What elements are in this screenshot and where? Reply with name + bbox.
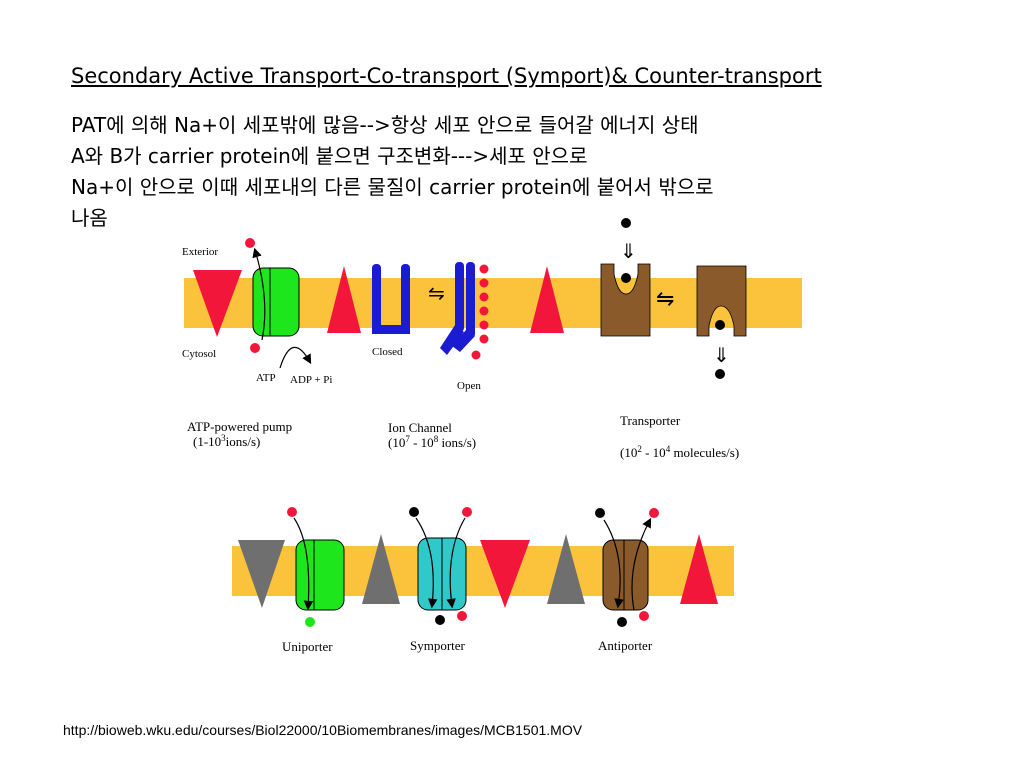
channel-ion [479, 320, 489, 330]
channel-open-bottom [440, 325, 464, 355]
symporter-arrow-right [446, 517, 466, 609]
uniporter-label: Uniporter [282, 639, 333, 654]
top-red-triangle-up-2 [530, 266, 564, 333]
label-closed: Closed [372, 346, 403, 358]
channel-ion [479, 278, 489, 288]
transporter-ion-bound [621, 273, 631, 283]
symporter-ion-black-in [435, 615, 445, 625]
symporter-ion-red-in [457, 611, 467, 621]
body-line-4: 나옴 [71, 206, 108, 230]
transporter-rate: (102 - 104 molecules/s) [620, 444, 739, 460]
channel-ion [479, 306, 489, 316]
symporter-label: Symporter [410, 638, 466, 653]
symporter-ion-black-out [409, 507, 419, 517]
pump-ion-bottom [250, 343, 260, 353]
bottom-red-triangle-up [680, 534, 718, 604]
uniporter [295, 539, 345, 611]
transporter-ion-free [621, 218, 631, 228]
slide-body: PAT에 의해 Na+이 세포밖에 많음-->항상 세포 안으로 들어갈 에너지… [71, 110, 951, 234]
top-red-triangle-down [193, 270, 242, 337]
body-line-2: A와 B가 carrier protein에 붙으면 구조변화--->세포 안으… [71, 144, 588, 168]
equilibrium-arrow-transporter: ⇋ [656, 286, 674, 311]
uniporter-arrow [293, 517, 314, 611]
channel-closed-bottom [372, 325, 410, 334]
uniporter-ion-in [305, 617, 315, 627]
top-red-triangle-up-1 [327, 266, 361, 333]
channel-open-right [466, 262, 475, 338]
antiporter-arrow-out [631, 517, 652, 611]
channel-open-tail [452, 330, 475, 352]
transporter-caption: Transporter [620, 413, 681, 428]
source-url-link[interactable]: http://bioweb.wku.edu/courses/Biol22000/… [63, 722, 583, 738]
antiporter-ion-black-in [617, 617, 627, 627]
equilibrium-arrow-channel: ⇋ [428, 283, 445, 305]
antiporter-ion-red-out [649, 508, 659, 518]
transporter-arrow-up: ⇓ [620, 241, 637, 263]
label-open: Open [457, 380, 481, 392]
channel-closed-left [372, 264, 381, 334]
pump-rate: (1-103ions/s) [193, 433, 260, 449]
antiporter-ion-red-in [639, 611, 649, 621]
symporter-ion-red-out [462, 507, 472, 517]
channel-ion [479, 264, 489, 274]
label-cytosol: Cytosol [182, 348, 216, 360]
bottom-gray-triangle-up-1 [362, 534, 400, 604]
label-atp: ATP [256, 372, 276, 384]
pump-ion-top [245, 238, 255, 248]
antiporter-arrow-in [603, 519, 624, 609]
channel-ion [471, 350, 481, 360]
transporter-ion-bound [715, 320, 725, 330]
uniporter-ion-out [287, 507, 297, 517]
symporter-arrow-left [415, 517, 438, 609]
label-exterior: Exterior [182, 246, 218, 258]
transporter-arrow-down: ⇓ [713, 345, 730, 367]
channel-rate: (107 - 108 ions/s) [388, 434, 476, 450]
channel-caption: Ion Channel [388, 420, 452, 435]
bottom-red-triangle-down [480, 540, 530, 608]
antiporter-label: Antiporter [598, 638, 653, 653]
channel-closed-right [401, 264, 410, 334]
body-line-1: PAT에 의해 Na+이 세포밖에 많음-->항상 세포 안으로 들어갈 에너지… [71, 113, 699, 137]
label-adp: ADP + Pi [290, 374, 332, 386]
antiporter-ion-black-out [595, 508, 605, 518]
pump-caption: ATP-powered pump [187, 419, 292, 434]
transporter-ion-released [715, 369, 725, 379]
channel-ion [479, 292, 489, 302]
transporter-open-outside [600, 263, 651, 337]
antiporter [602, 539, 649, 611]
pump-arrow-up [252, 247, 266, 341]
atp-pump [252, 267, 300, 337]
slide-title: Secondary Active Transport-Co-transport … [71, 64, 822, 88]
bottom-gray-triangle-down [238, 540, 285, 608]
bottom-gray-triangle-up-2 [547, 534, 585, 604]
body-line-3: Na+이 안으로 이때 세포내의 다른 물질이 carrier protein에… [71, 175, 714, 199]
atp-arrow [279, 346, 312, 369]
channel-open-left [455, 262, 464, 332]
transporter-open-inside [696, 265, 747, 337]
channel-ion [479, 334, 489, 344]
